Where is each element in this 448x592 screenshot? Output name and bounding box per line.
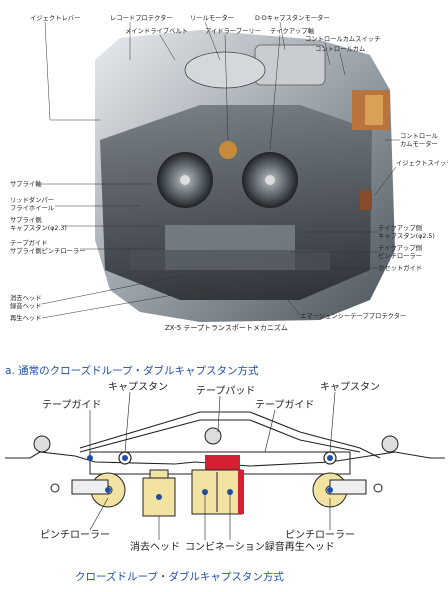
tape-path [5,411,445,467]
diagram-leaders [89,391,336,540]
label-erase-head: 消去ヘッド [10,293,41,302]
tape-guide-roller-right [381,435,399,453]
pinch-arm-left [71,479,109,495]
label-takeup-pinch-1: テイクアップ側 [378,244,422,252]
label-reed-lever-2: フライホイール [10,204,54,212]
tape-guide-roller-left [33,435,51,453]
label-tape-pad: テープパッド [196,385,255,397]
label-reed-lever-1: リッドダンパー [10,195,54,204]
label-takeup-axis: テイクアップ軸 [270,26,314,35]
label-tape-guide-2: サプライ側ピンチローラー [10,247,86,255]
label-capstan-right: キャプスタン [320,381,380,393]
label-combo-head: コンビネーション録音再生ヘッド [185,540,335,553]
erase-head-tip [149,469,169,479]
arm-pivot-right [373,483,383,493]
label-rec-head: 録音ヘッド [10,301,41,310]
label-supply-side-2: キャプスタン(φ2.3) [10,223,67,232]
arm-pivot-left [50,483,60,493]
label-emergency-protector: エマージェンシーテーププロテクター [300,311,406,320]
diagram-heading: a. 通常のクローズドループ・ダブルキャプスタン方式 [5,364,259,377]
blue-markers [87,455,333,500]
label-control-cam: コントロールカム [315,45,365,53]
label-tape-guide-left: テープガイド [42,399,101,411]
caption: ZX-5 テープトランスポートメカニズム [165,323,288,332]
capstan-diagram: a. 通常のクローズドループ・ダブルキャプスタン方式 [0,340,448,592]
tape-pad-red [205,455,240,470]
label-pinch-left: ピンチローラー [40,529,110,541]
label-record-protector: レコードプロテクター [110,13,173,22]
machine-body [95,30,395,322]
diagram-footer: クローズドループ・ダブルキャプスタン方式 [75,570,284,583]
label-eject-switch: イジェクトスイッチ [396,159,448,167]
label-takeup-axis-right: テイクアップ側 [378,224,422,232]
label-capstan-left: キャプスタン [108,381,168,393]
combo-head-red-edge [238,470,244,514]
label-cassette-guide: カセットガイド [378,263,422,272]
label-control-cam-motor-2: カムモーター [400,139,438,148]
label-supply-axis: サプライ軸 [10,179,41,188]
label-supply-side-1: サプライ側 [10,216,41,224]
label-tape-guide-1: テープガイド [10,238,47,247]
label-tape-guide-right: テープガイド [255,399,314,411]
label-pinch-right: ピンチローラー [285,529,355,541]
label-erase-head-diagram: 消去ヘッド [130,540,180,553]
label-takeup-capstan: キャプスタン(φ2.5) [378,231,435,240]
label-dd-capstan-motor: D·Dキャプスタンモーター [255,13,330,22]
mechanism-illustration: イジェクトレバー サプライ軸 リッドダンパー フライホイール サプライ側 キャプ… [10,13,448,332]
label-reel-motor: リールモーター [190,13,234,22]
label-takeup-pinch-2: ピンチローラー [378,252,422,260]
pinch-arm-right [329,479,367,495]
label-play-head: 再生ヘッド [10,313,41,322]
label-control-cam-motor-1: コントロール [400,132,438,140]
label-main-drive-belt: メインドライブベルト [125,26,188,35]
label-control-cam-switch: コントロールカムスイッチ [305,35,380,43]
tape-pad-roller [204,427,222,445]
label-idler-pulley: アイドラープーリー [205,27,261,35]
label-eject-lever: イジェクトレバー [30,14,80,22]
